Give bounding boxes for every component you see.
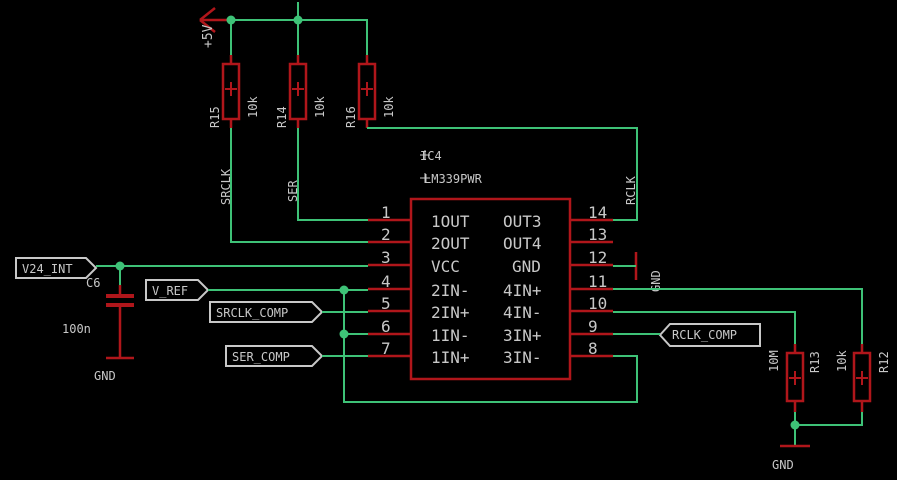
pin-name-1out: 1OUT bbox=[431, 212, 470, 231]
pin-name-gnd: GND bbox=[512, 257, 541, 276]
r15-ref: R15 bbox=[208, 106, 222, 128]
pin-name-2in-plus: 2IN+ bbox=[431, 303, 470, 322]
supply-label: +5V bbox=[201, 24, 216, 48]
port-rclk-comp bbox=[658, 323, 761, 347]
pin-name-4in-minus: 4IN- bbox=[503, 303, 542, 322]
port-label-srclk-comp: SRCLK_COMP bbox=[216, 306, 288, 320]
r16-value: 10k bbox=[382, 96, 396, 118]
pin-name-2out: 2OUT bbox=[431, 234, 470, 253]
pin-number-9: 9 bbox=[588, 317, 598, 336]
wire-4in-minus bbox=[613, 311, 796, 344]
gnd-label-cap: GND bbox=[94, 369, 116, 383]
port-label-ser-comp: SER_COMP bbox=[232, 350, 290, 364]
wire-rclk bbox=[367, 127, 638, 221]
gnd-label-ic: GND bbox=[649, 270, 663, 292]
pin-name-out3: OUT3 bbox=[503, 212, 542, 231]
resistor-r13 bbox=[785, 344, 805, 412]
pin-number-7: 7 bbox=[381, 339, 391, 358]
r15-value: 10k bbox=[246, 96, 260, 118]
port-srclk-comp bbox=[209, 301, 324, 323]
c6-value: 100n bbox=[62, 322, 91, 336]
ic-left-pin-lines bbox=[368, 218, 411, 358]
pin-number-14: 14 bbox=[588, 203, 607, 222]
ic-part-number: LM339PWR bbox=[424, 172, 483, 186]
r12-ref: R12 bbox=[877, 351, 891, 373]
resistor-r14 bbox=[288, 55, 308, 128]
port-ser-comp bbox=[225, 345, 324, 367]
pin-number-10: 10 bbox=[588, 294, 607, 313]
wire-v-ref-bus bbox=[343, 290, 638, 403]
c6-ref: C6 bbox=[86, 276, 100, 290]
r13-value: 10M bbox=[767, 350, 781, 372]
pin-name-1in-minus: 1IN- bbox=[431, 326, 470, 345]
port-label-v-ref: V_REF bbox=[152, 284, 188, 298]
r12-value: 10k bbox=[835, 350, 849, 372]
wire-5v-rail bbox=[230, 19, 368, 55]
pin-number-2: 2 bbox=[381, 225, 391, 244]
supply-5v-symbol bbox=[199, 7, 230, 33]
pin-number-4: 4 bbox=[381, 272, 391, 291]
resistor-r15 bbox=[221, 55, 241, 128]
r13-ref: R13 bbox=[808, 351, 822, 373]
gnd-label-divider: GND bbox=[772, 458, 794, 472]
pin-name-out4: OUT4 bbox=[503, 234, 542, 253]
capacitor-c6 bbox=[106, 285, 134, 360]
ic-ref-origin bbox=[420, 150, 430, 183]
wire-srclk bbox=[230, 128, 368, 243]
port-v-ref bbox=[145, 279, 210, 301]
pin-name-1in-plus: 1IN+ bbox=[431, 348, 470, 367]
pin-name-3in-plus: 3IN+ bbox=[503, 326, 542, 345]
port-label-rclk-comp: RCLK_COMP bbox=[672, 328, 737, 342]
pin-number-12: 12 bbox=[588, 248, 607, 267]
ic-right-pin-lines bbox=[570, 218, 613, 358]
junction-5v-b bbox=[293, 15, 303, 25]
net-label-ser: SER bbox=[286, 180, 300, 202]
r14-value: 10k bbox=[313, 96, 327, 118]
pin-number-11: 11 bbox=[588, 272, 607, 291]
wire-ser bbox=[297, 128, 368, 221]
port-v24-int bbox=[15, 257, 98, 279]
resistor-r16 bbox=[357, 55, 377, 128]
pin-number-6: 6 bbox=[381, 317, 391, 336]
pin-number-8: 8 bbox=[588, 339, 598, 358]
pin-number-1: 1 bbox=[381, 203, 391, 222]
r14-ref: R14 bbox=[275, 106, 289, 128]
ic-ref: IC4 bbox=[420, 149, 442, 163]
pin-number-3: 3 bbox=[381, 248, 391, 267]
pin-name-4in-plus: 4IN+ bbox=[503, 281, 542, 300]
junction-5v-a bbox=[226, 15, 236, 25]
r16-ref: R16 bbox=[344, 106, 358, 128]
pin-name-2in-minus: 2IN- bbox=[431, 281, 470, 300]
net-label-rclk: RCLK bbox=[624, 175, 638, 205]
pin-name-3in-minus: 3IN- bbox=[503, 348, 542, 367]
port-label-v24-int: V24_INT bbox=[22, 262, 73, 276]
pin-number-13: 13 bbox=[588, 225, 607, 244]
pin-name-vcc: VCC bbox=[431, 257, 460, 276]
net-label-srclk: SRCLK bbox=[219, 168, 233, 205]
wire-divider-bottom bbox=[794, 412, 863, 426]
pin-number-5: 5 bbox=[381, 294, 391, 313]
resistor-r12 bbox=[852, 344, 872, 412]
wire-4in-plus bbox=[613, 288, 863, 344]
